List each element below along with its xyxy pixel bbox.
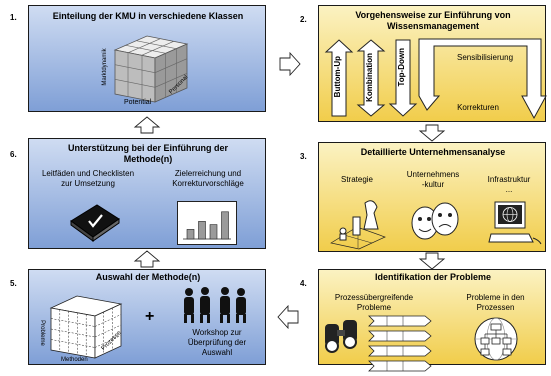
step-5-axis-methoden: Methoden: [61, 357, 88, 363]
step-3-kultur-line1: Unternehmens: [406, 170, 460, 179]
step-2-title-line2: Wissensmanagement: [387, 21, 479, 31]
step-3-panel: Detaillierte Unternehmensanalyse Strateg…: [318, 142, 546, 252]
step-5-workshop-line3: Auswahl: [201, 348, 233, 357]
step-2-korrekturen: Korrekturen: [457, 103, 499, 112]
kombination-arrow-icon: [356, 39, 386, 117]
step-5-title: Auswahl der Methode(n): [95, 272, 201, 282]
step-2-bottom-up: Buttom-Up: [333, 56, 342, 98]
book-checklist-icon: [70, 204, 120, 242]
step-2-panel: Vorgehensweise zur Einführung von Wissen…: [318, 5, 547, 122]
arrow-up-icon: [133, 250, 161, 268]
step-4-panel: Identifikation der Probleme Prozessüberg…: [318, 269, 546, 372]
step-2-title-line1: Vorgehensweise zur Einführung von: [355, 10, 511, 20]
bar-chart-bar: [186, 229, 195, 240]
step-2-kombination: Kombination: [365, 53, 374, 102]
step-5-workshop-line1: Workshop zur: [192, 328, 242, 337]
step-3-infrastruktur-line2: ...: [505, 185, 513, 194]
step-3-strategie: Strategie: [340, 175, 374, 184]
step-6-left-line1: Leitfäden und Checklisten: [41, 169, 135, 178]
cube-icon: [113, 35, 189, 103]
step-1-panel: Einteilung der KMU in verschiedene Klass…: [28, 5, 266, 112]
top-down-arrow-icon: [388, 39, 418, 117]
org-chart-globe-icon: [474, 317, 518, 361]
step-5-axis-probleme: Probleme: [38, 320, 45, 346]
binoculars-icon: [325, 320, 357, 353]
bar-chart-icon: [177, 201, 237, 245]
step-5-workshop-line2: Überprüfung der: [187, 338, 247, 347]
step-6-title-line1: Unterstützung bei der Einführung der: [68, 143, 228, 153]
step-4-right-line2: Prozessen: [476, 303, 515, 312]
process-chevrons-icon: [368, 315, 432, 372]
bar-chart-bar: [221, 211, 229, 240]
step-1-axis-marktdynamik: Marktdynamik: [102, 48, 108, 86]
step-3-title: Detaillierte Unternehmensanalyse: [360, 147, 506, 157]
arrow-left-icon: [277, 304, 299, 330]
arrow-right-icon: [279, 51, 301, 77]
people-group-icon: [184, 287, 246, 323]
step-3-kultur-line2: -kultur: [421, 180, 445, 189]
step-4-right-line1: Probleme in den: [466, 293, 525, 302]
step-4-left-line1: Prozessübergreifende: [334, 293, 414, 302]
step-5-number: 5.: [10, 279, 17, 288]
grid-cube-icon: [49, 295, 123, 359]
theater-masks-icon: [411, 202, 459, 240]
step-6-panel: Unterstützung bei der Einführung der Met…: [28, 138, 266, 249]
bar-chart-bars: [186, 211, 229, 240]
computer-globe-icon: [488, 201, 542, 245]
arrow-down-icon: [418, 252, 446, 270]
step-1-number: 1.: [10, 13, 17, 22]
sensibilisierung-arrow-icon: [418, 38, 547, 120]
step-5-plus: +: [145, 308, 155, 325]
step-6-right-line1: Zielerreichung und: [174, 169, 242, 178]
bar-chart-bar: [209, 224, 218, 240]
step-5-panel: Auswahl der Methode(n) Probleme Methoden…: [28, 269, 266, 365]
step-3-number: 3.: [300, 152, 307, 161]
step-6-left-line2: zur Umsetzung: [61, 179, 115, 188]
step-4-left-line2: Probleme: [356, 303, 392, 312]
step-4-number: 4.: [300, 279, 307, 288]
step-4-title: Identifikation der Probleme: [374, 272, 492, 282]
bar-chart-bar: [198, 221, 206, 240]
arrow-up-icon: [133, 116, 161, 134]
chess-icon: [330, 200, 386, 250]
step-6-title-line2: Methode(n): [123, 154, 173, 164]
step-6-right-line2: Korrekturvorschläge: [172, 179, 244, 188]
step-1-axis-potential: Potential: [124, 99, 152, 106]
step-1-title: Einteilung der KMU in verschiedene Klass…: [52, 11, 244, 21]
step-2-number: 2.: [300, 15, 307, 24]
step-3-infrastruktur-line1: Infrastruktur: [487, 175, 531, 184]
step-2-top-down: Top-Down: [397, 48, 406, 87]
arrow-down-icon: [418, 124, 446, 142]
bottom-up-arrow-icon: [324, 39, 354, 117]
step-2-sensibilisierung: Sensibilisierung: [456, 53, 514, 62]
step-6-number: 6.: [10, 150, 17, 159]
